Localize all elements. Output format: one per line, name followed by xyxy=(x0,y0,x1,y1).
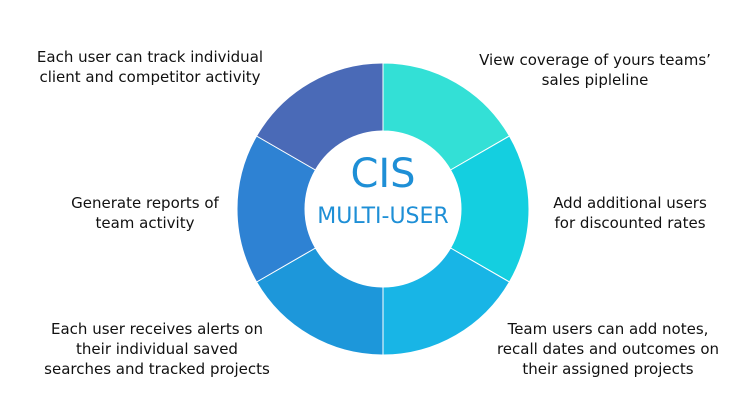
segment-label-team-notes: Team users can add notes, recall dates a… xyxy=(496,320,720,378)
segment-label-reports: Generate reports of team activity xyxy=(71,194,219,232)
segment-label-alerts: Each user receives alerts on their indiv… xyxy=(44,320,270,378)
segment-label-track-activity: Each user can track individual client an… xyxy=(36,48,264,86)
segment-label-pipeline: View coverage of yours teams’ sales pipl… xyxy=(479,51,711,89)
segment-label-additional-users: Add additional users for discounted rate… xyxy=(553,194,707,232)
center-circle xyxy=(305,131,461,287)
